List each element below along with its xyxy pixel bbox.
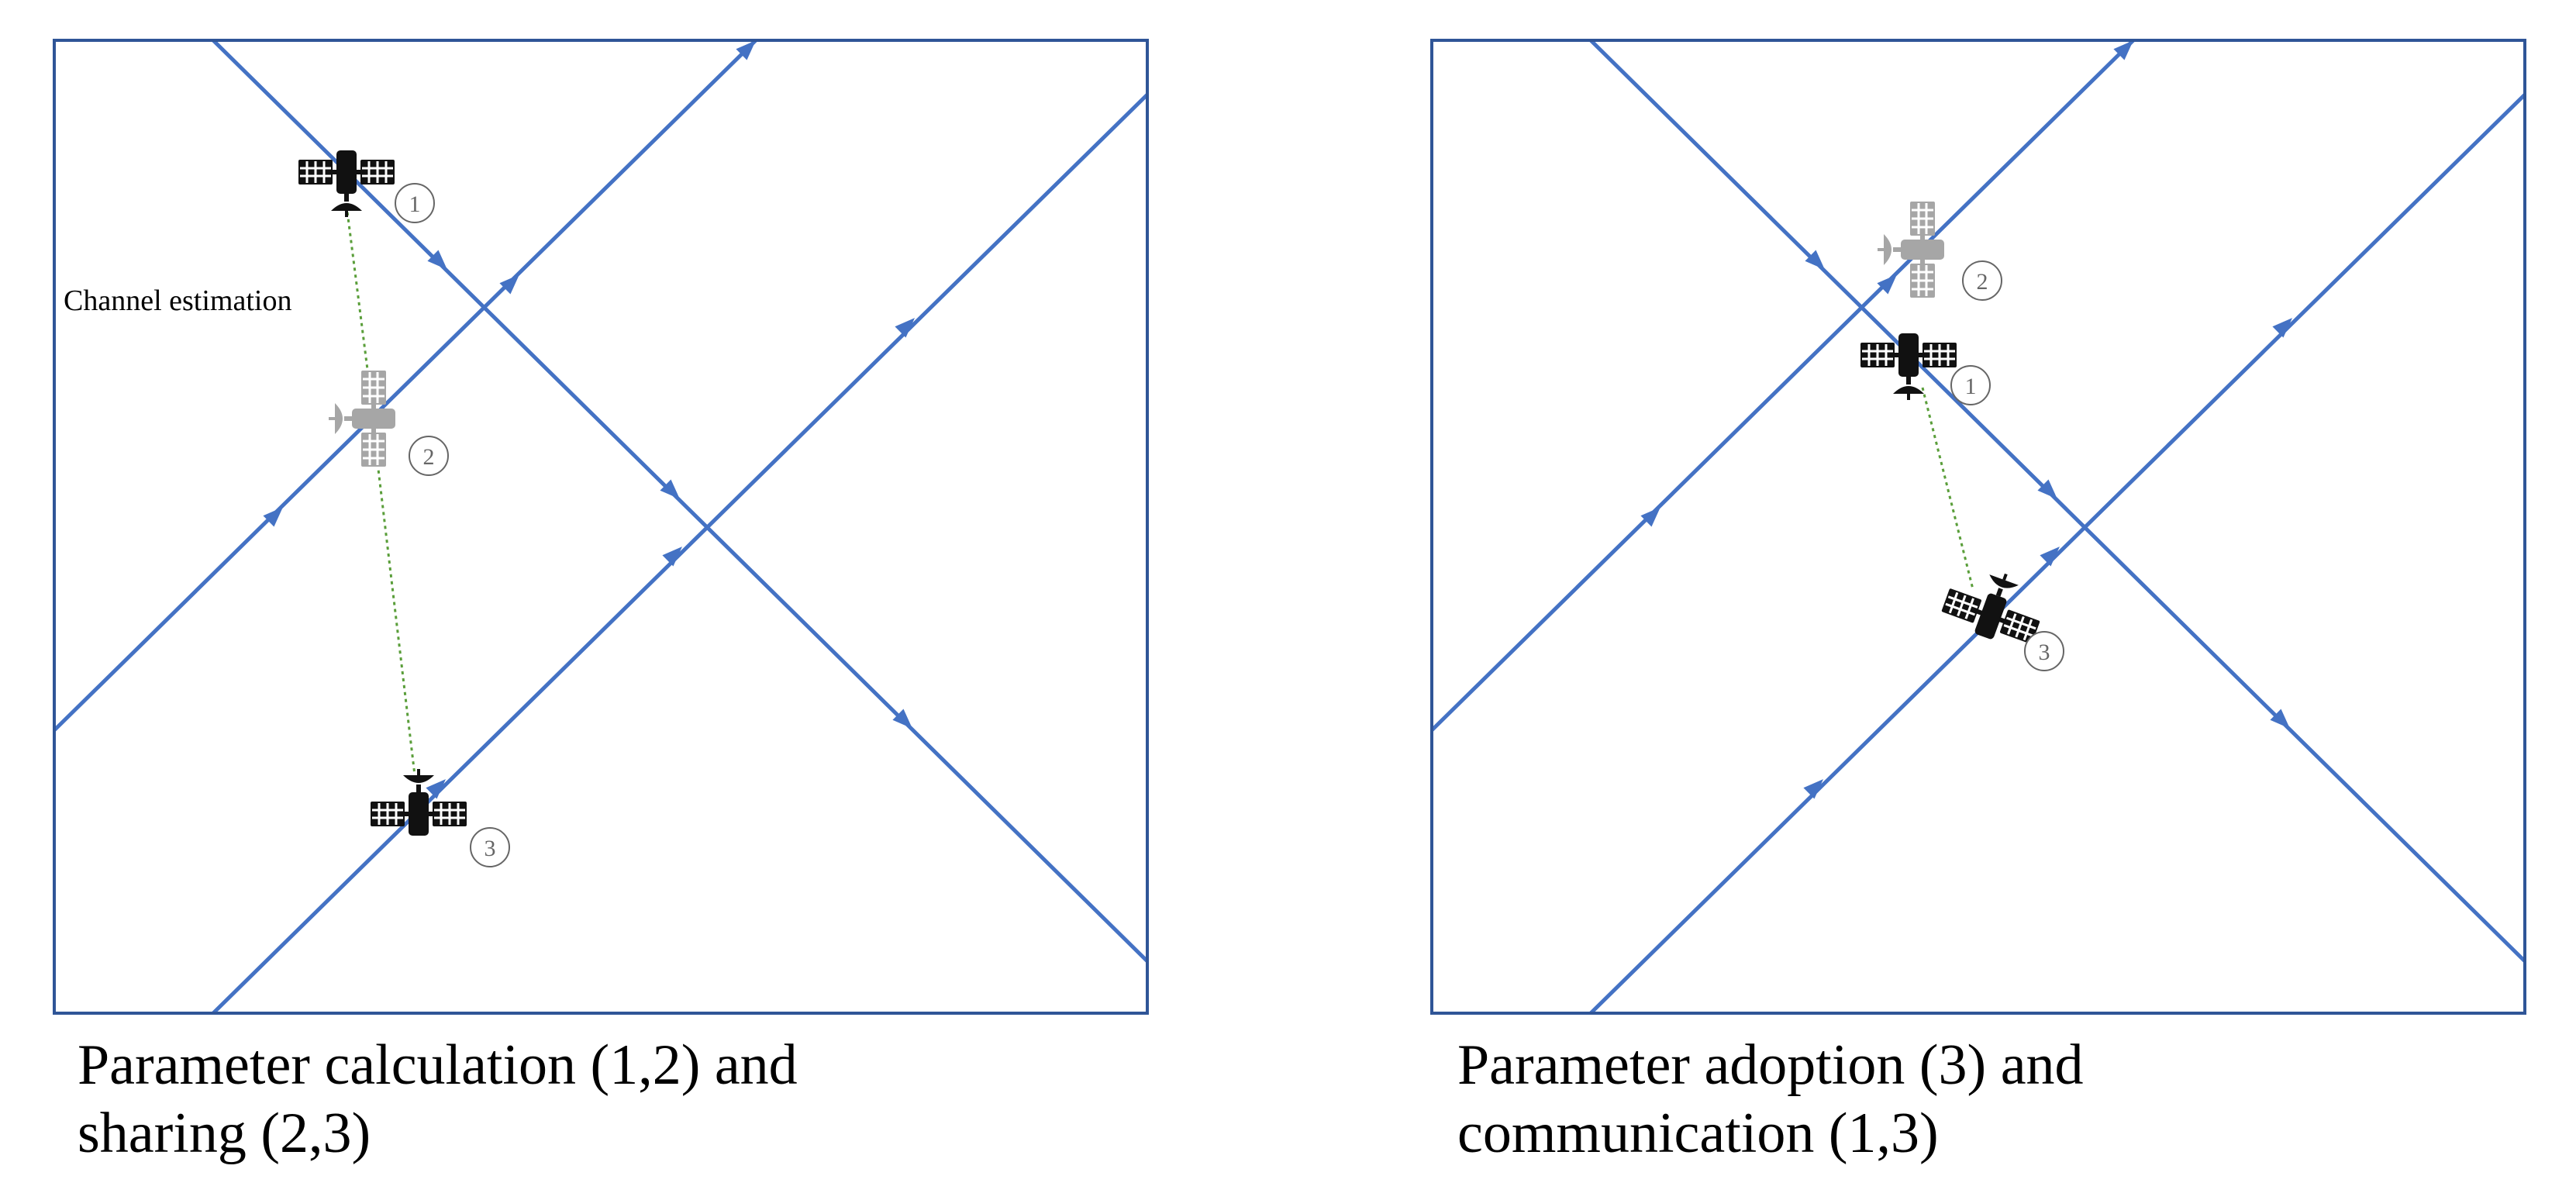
link-lines-right: [1921, 387, 1974, 590]
satellite-label: 1: [409, 191, 421, 217]
orbit-lines-left: [54, 40, 1147, 1013]
direction-arrow: [660, 479, 680, 499]
orbit-line: [1432, 40, 2135, 732]
orbit-line: [1589, 93, 2525, 1013]
satellite-label: 1: [1965, 374, 1977, 399]
link-line-2-3: [374, 449, 416, 776]
caption-right: Parameter adoption (3) and communication…: [1457, 1031, 2084, 1167]
direction-arrow: [499, 274, 519, 295]
caption-left-line-2: sharing (2,3): [78, 1102, 371, 1165]
satellite-2: 2: [327, 369, 449, 476]
direction-arrow: [2113, 40, 2133, 60]
direction-arrow: [1803, 779, 1823, 799]
orbit-line: [212, 93, 1147, 1013]
orbit-line: [54, 40, 757, 732]
caption-right-line-1: Parameter adoption (3) and: [1457, 1033, 2084, 1097]
caption-right-line-2: communication (1,3): [1457, 1102, 1939, 1165]
satellite-label: 2: [423, 444, 435, 470]
orbit-arrows-right: [1640, 40, 2292, 799]
satellite-3: 3: [1936, 556, 2064, 671]
orbit-arrows-left: [263, 40, 915, 799]
direction-arrow: [426, 779, 446, 799]
link-line-1-3: [1921, 387, 1974, 590]
orbit-line: [212, 40, 1147, 963]
caption-left-line-1: Parameter calculation (1,2) and: [78, 1033, 798, 1097]
satellite-label-circle: [395, 183, 435, 223]
direction-arrow: [2037, 479, 2057, 499]
satellite-1: 1: [1859, 332, 1991, 405]
satellite-1: 1: [297, 149, 435, 223]
satellite-label-circle: [409, 436, 449, 476]
satellite-3: 3: [369, 767, 510, 867]
panel-frame: [53, 39, 1149, 1015]
satellite-label-circle: [470, 827, 510, 867]
channel-estimation-label: Channel estimation: [64, 284, 291, 317]
direction-arrow: [892, 709, 912, 729]
satellite-label: 3: [485, 836, 496, 861]
caption-left: Parameter calculation (1,2) and sharing …: [78, 1031, 798, 1167]
orbit-lines-right: [1432, 40, 2525, 1013]
direction-arrow: [1877, 274, 1897, 295]
satellite-label-circle: [1950, 365, 1991, 405]
link-line-1-2: [345, 205, 371, 388]
satellite-icon: [1859, 332, 1958, 402]
orbit-line: [1589, 40, 2525, 963]
direction-arrow: [895, 318, 915, 338]
direction-arrow: [263, 507, 283, 527]
satellite-2: 2: [1876, 200, 2002, 301]
direction-arrow: [2270, 709, 2290, 729]
link-lines-left: [345, 205, 416, 776]
direction-arrow: [427, 250, 447, 270]
satellite-label: 3: [2039, 640, 2050, 665]
satellite-label: 2: [1977, 269, 1988, 295]
direction-arrow: [662, 547, 682, 567]
satellite-label-circle: [1962, 260, 2002, 301]
panel-right: 2 1 3: [1430, 39, 2526, 1015]
panel-frame: [1430, 39, 2526, 1015]
direction-arrow: [2040, 547, 2060, 567]
direction-arrow: [736, 40, 756, 60]
panel-left: Channel estimation 1 2 3: [53, 39, 1149, 1015]
direction-arrow: [1805, 250, 1825, 270]
direction-arrow: [2272, 318, 2292, 338]
direction-arrow: [1640, 507, 1660, 527]
satellite-label-circle: [2024, 631, 2064, 671]
